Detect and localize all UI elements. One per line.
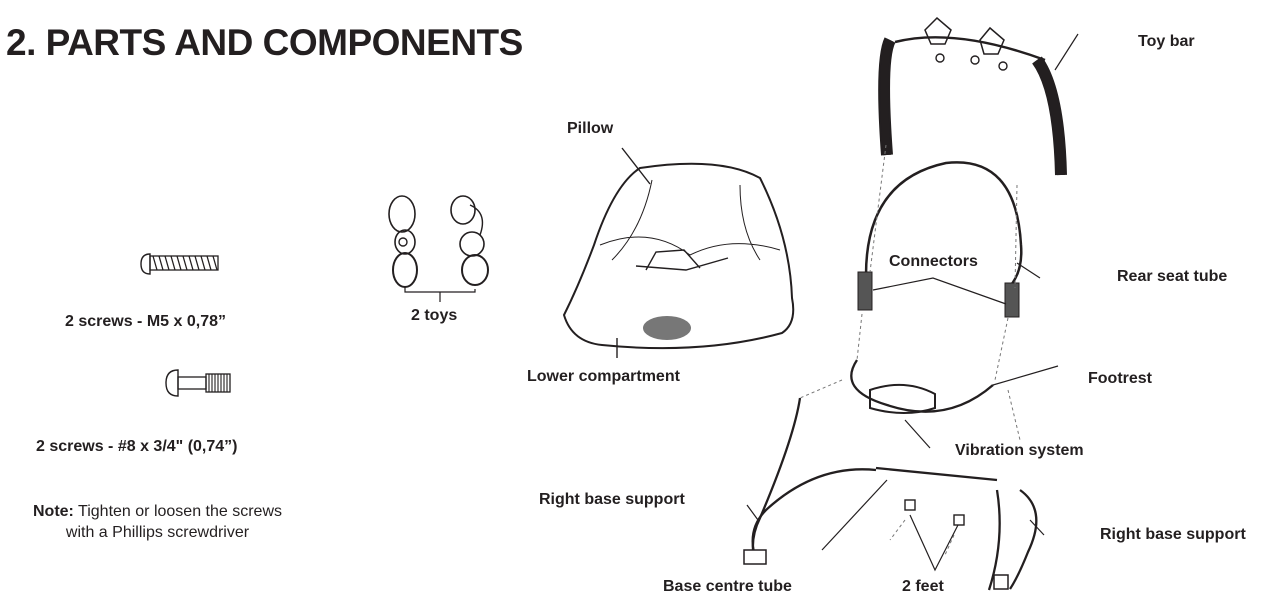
note-line1: Tighten or loosen the screws bbox=[74, 503, 282, 520]
toy-bar-illustration bbox=[884, 18, 1078, 175]
vibration-system-label: Vibration system bbox=[955, 442, 1084, 460]
right-base-support-label-left: Right base support bbox=[539, 491, 685, 509]
lower-compartment-label: Lower compartment bbox=[527, 368, 680, 386]
screw-m5-illustration bbox=[141, 254, 218, 274]
note-label: Note: bbox=[33, 503, 74, 520]
note-line2: with a Phillips screwdriver bbox=[66, 524, 249, 541]
toy-bar-label: Toy bar bbox=[1138, 33, 1195, 51]
toys-label: 2 toys bbox=[411, 307, 457, 325]
page-title: 2. PARTS AND COMPONENTS bbox=[6, 22, 523, 64]
screw-m5-label: 2 screws - M5 x 0,78” bbox=[65, 313, 226, 331]
screw-8-label: 2 screws - #8 x 3/4" (0,74”) bbox=[36, 438, 237, 456]
footrest-illustration bbox=[800, 360, 1058, 448]
pillow-illustration bbox=[564, 148, 793, 358]
connectors-label: Connectors bbox=[889, 253, 978, 271]
rear-seat-tube-label: Rear seat tube bbox=[1117, 268, 1227, 286]
toys-illustration bbox=[389, 196, 488, 302]
screw-8-illustration bbox=[166, 370, 230, 396]
feet-label: 2 feet bbox=[902, 578, 944, 596]
pillow-label: Pillow bbox=[567, 120, 613, 138]
base-centre-tube-label: Base centre tube bbox=[663, 578, 792, 596]
base-illustration bbox=[744, 398, 1044, 590]
note-text: Note: Tighten or loosen the screws with … bbox=[0, 501, 315, 543]
footrest-label: Footrest bbox=[1088, 370, 1152, 388]
right-base-support-label-right: Right base support bbox=[1100, 526, 1246, 544]
